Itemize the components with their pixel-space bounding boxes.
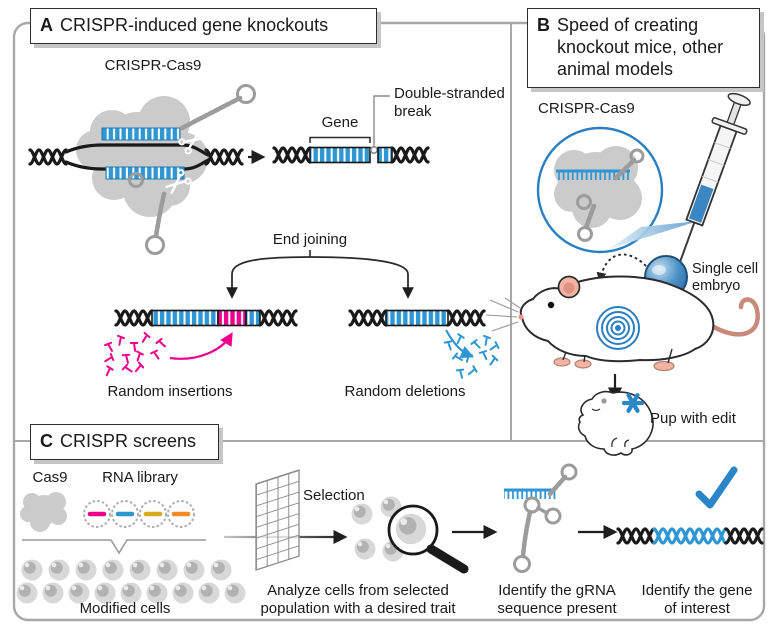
mouse-eye	[547, 301, 555, 309]
dotted-transfer-arrow	[596, 253, 647, 283]
grna-scaffold-arm	[128, 84, 256, 255]
insertion-arrow	[169, 332, 233, 360]
panel-c-letter: C	[40, 431, 53, 451]
end-joining-label: End joining	[272, 231, 348, 248]
combine-bracket	[22, 539, 206, 555]
panel-c-title: CRISPR screens	[60, 431, 197, 451]
checkmark-icon	[695, 466, 738, 509]
pup-with-edit-label: Pup with edit	[650, 410, 736, 427]
mouse-nose	[518, 314, 524, 320]
panel-c-title-box: C CRISPR screens	[30, 424, 219, 460]
break-callout-line	[373, 95, 390, 146]
panel-a-letter: A	[40, 15, 53, 35]
injection-target-icon	[596, 306, 640, 350]
gene-bracket	[309, 136, 371, 143]
random-deletions-label: Random deletions	[344, 383, 466, 400]
pup-illustration	[577, 390, 654, 456]
guide-rna-small	[556, 148, 645, 242]
end-joining-branch	[226, 250, 414, 299]
cas9-label: Cas9	[32, 469, 68, 486]
gene-of-interest-dna	[616, 527, 764, 545]
panel-b-illustration	[485, 92, 760, 456]
grna-icon	[504, 463, 578, 573]
rna-library-label: RNA library	[102, 469, 178, 486]
gene-label: Gene	[321, 114, 359, 131]
single-cell-embryo-label: Single cell embryo	[692, 261, 759, 295]
identify-gene-label: Identify the gene of interest	[641, 582, 753, 617]
analyze-cells-label: Analyze cells from selected population w…	[260, 582, 456, 617]
panel-a-crispr-cas9-label: CRISPR-Cas9	[104, 57, 202, 74]
panel-a-title: CRISPR-induced gene knockouts	[60, 15, 329, 35]
dna-double-strand-break	[272, 95, 430, 164]
selection-label: Selection	[303, 487, 365, 504]
panel-b-title: Speed of creating knockout mice, other a…	[557, 15, 724, 79]
magnifier-icon	[387, 504, 469, 574]
panel-b-title-box: B Speed of creating knockout mice, other…	[527, 8, 760, 88]
panel-a-illustration	[28, 84, 501, 380]
mouse-illustration	[485, 275, 760, 372]
modified-cells-label: Modified cells	[79, 600, 171, 617]
panel-b-crispr-cas9-label: CRISPR-Cas9	[538, 100, 635, 117]
insertion-fragments	[102, 331, 169, 378]
modified-cells-row1	[21, 559, 232, 581]
edit-asterisk-icon	[621, 393, 645, 413]
random-insertions-label: Random insertions	[107, 383, 233, 400]
double-stranded-break-label: Double-stranded break	[394, 85, 505, 120]
cas9-blob-small	[554, 146, 642, 228]
cas9-protein-blob	[76, 96, 208, 217]
break-point-marker	[369, 146, 378, 155]
syringe-icon	[679, 92, 751, 263]
embryo-highlight	[652, 265, 666, 275]
panel-b-letter: B	[537, 15, 550, 35]
selection-sieve-grid	[255, 469, 300, 571]
mouse-whiskers	[485, 297, 521, 332]
panel-a-title-box: A CRISPR-induced gene knockouts	[30, 8, 377, 44]
rna-library-icons	[83, 500, 195, 528]
panel-c-illustration	[16, 463, 764, 604]
guide-rna-pairing	[101, 127, 185, 180]
cas9-blob-tiny	[20, 492, 67, 532]
dna-random-deletions	[348, 309, 486, 327]
identify-grna-label: Identify the gRNA sequence present	[497, 582, 617, 617]
zoom-cone	[609, 221, 698, 249]
dna-random-insertions	[114, 309, 298, 327]
mouse-tail	[709, 297, 760, 337]
